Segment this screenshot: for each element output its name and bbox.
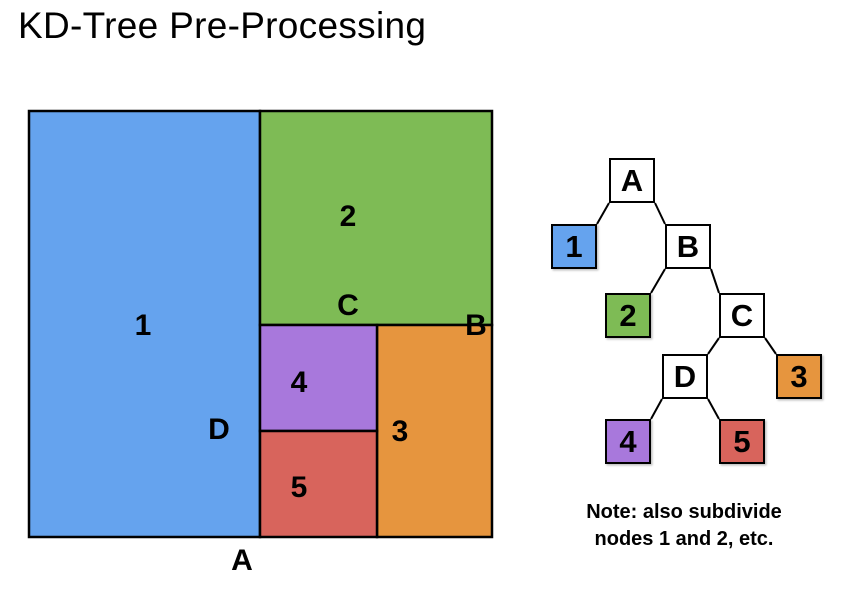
tree-leaf-2: 2 (605, 293, 651, 338)
tree-node-d: D (662, 354, 708, 399)
tree-leaf-1: 1 (551, 224, 597, 269)
tree-leaf-5: 5 (719, 419, 765, 464)
region-label-5: 5 (290, 471, 308, 504)
region-4-rect (258, 323, 379, 433)
tree-edge-c-d (707, 337, 720, 355)
region-2-rect (258, 109, 494, 327)
page-title: KD-Tree Pre-Processing (18, 5, 427, 46)
tree-edge-b-2 (650, 268, 666, 294)
tree-node-c: C (719, 293, 765, 338)
tree-edge-c-3 (764, 337, 777, 355)
split-label-b: B (465, 309, 487, 342)
tree-edge-a-1 (596, 202, 610, 225)
region-3-rect (375, 323, 494, 539)
split-label-a: A (231, 544, 253, 577)
split-label-d: D (208, 413, 230, 446)
tree-edge-a-b (654, 202, 666, 225)
note: Note: also subdivide nodes 1 and 2, etc. (564, 499, 804, 553)
tree-node-a: A (609, 158, 655, 203)
note-line-1: Note: also subdivide (586, 501, 782, 523)
region-label-3: 3 (391, 415, 409, 448)
tree-leaf-3: 3 (776, 354, 822, 399)
tree-node-b: B (665, 224, 711, 269)
note-line-2: nodes 1 and 2, etc. (594, 528, 774, 550)
tree-leaf-4: 4 (605, 419, 651, 464)
kd-partition-diagram (27, 109, 494, 539)
tree-edge-b-c (710, 268, 720, 294)
region-5-rect (258, 429, 379, 539)
split-label-c: C (337, 289, 359, 322)
region-label-1: 1 (134, 309, 152, 342)
region-1-rect (27, 109, 262, 539)
region-label-2: 2 (339, 200, 357, 233)
tree-edge-d-5 (707, 398, 720, 420)
region-label-4: 4 (290, 366, 308, 399)
tree-edge-d-4 (650, 398, 663, 420)
